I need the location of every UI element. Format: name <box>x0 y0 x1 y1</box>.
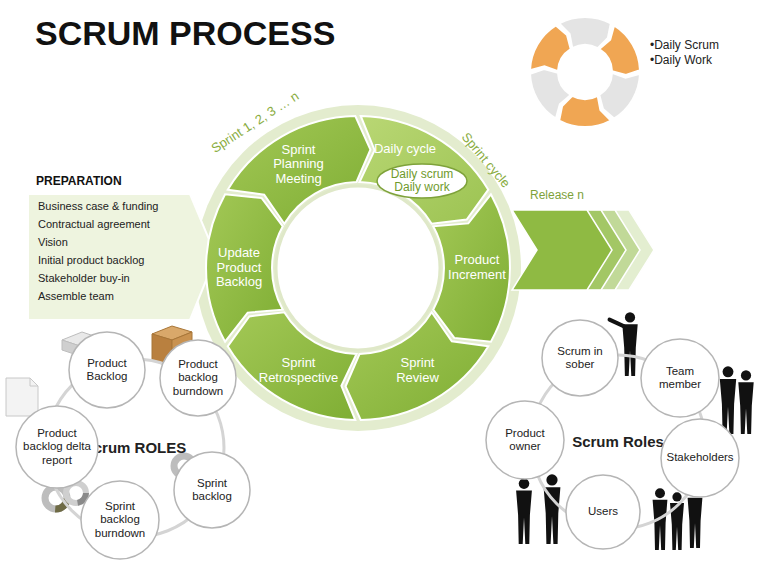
cycle-arrow-segment: Sprint Review <box>343 310 491 422</box>
donut-segment <box>599 25 640 75</box>
node-text: Assemble team <box>38 290 114 302</box>
title: SCRUM PROCESS <box>35 14 335 53</box>
node-text: Initial product backlog <box>38 254 144 266</box>
role-circle: Users <box>565 474 641 550</box>
paper-icon <box>6 378 38 416</box>
role-circle: Team member <box>640 338 720 418</box>
person-silhouette <box>516 491 532 545</box>
cycle-arrow-segment: Daily cycleDaily scrum Daily work <box>357 114 491 226</box>
circle-outline <box>160 340 236 416</box>
role-circle: Scrum in sober <box>541 319 619 397</box>
preparation-arrow: PREPARATION Business case & fundingContra… <box>28 170 218 322</box>
node-text: Vision <box>38 236 68 248</box>
node-text: Sprint backlog burndown <box>87 500 154 540</box>
ring-hole <box>276 186 440 350</box>
node-text: Stakeholder buy-in <box>38 272 130 284</box>
person-silhouette <box>622 324 637 376</box>
node-text: Sprint Planning Meeting <box>258 143 340 188</box>
label: •Daily Scrum <box>650 38 719 52</box>
donut-segment <box>530 25 571 71</box>
node-text: Daily cycle <box>365 142 445 157</box>
donut-segment <box>599 73 640 119</box>
node-text: Contractual agreement <box>38 218 150 230</box>
node-text: Stakeholders <box>667 451 734 464</box>
person-silhouette <box>723 366 734 377</box>
ellipse-outline <box>377 164 467 198</box>
segment-outline <box>346 312 489 420</box>
ring-band <box>195 105 521 431</box>
segment-outline <box>360 116 489 224</box>
node-text: Daily scrum Daily work <box>385 168 459 194</box>
node-text: Product Increment <box>441 253 513 283</box>
role-circle: Stakeholders <box>660 418 740 498</box>
role-circle: Product backlog delta report <box>15 405 99 489</box>
person-silhouette <box>544 487 561 544</box>
node-text: Product Backlog <box>74 357 140 383</box>
segment-outline <box>228 312 357 420</box>
node-text: Sprint Review <box>382 356 454 386</box>
circle-outline <box>542 320 618 396</box>
circle-outline <box>566 475 640 549</box>
node-text: Release n <box>530 188 584 202</box>
ellipse-box: Daily scrum Daily work <box>376 163 468 199</box>
circle-outline <box>174 452 250 528</box>
node-text: Users <box>571 505 635 518</box>
node-text: Update Product Backlog <box>207 246 271 291</box>
node-text: Product owner <box>492 427 559 453</box>
chevron-shape <box>512 186 662 296</box>
person-arm <box>610 320 624 326</box>
circle-outline <box>81 481 159 559</box>
circle-outline <box>486 401 564 479</box>
cycle-arrow-segment: Sprint Retrospective <box>225 310 359 422</box>
donut-segment <box>530 69 571 119</box>
paper-icon <box>30 378 38 386</box>
person-silhouette <box>688 498 703 548</box>
circle-outline <box>641 339 719 417</box>
node-text: Scrum Roles <box>565 433 671 450</box>
person-silhouette <box>546 474 557 485</box>
donut-segment <box>559 96 611 127</box>
person-silhouette <box>738 382 753 434</box>
role-circle: Sprint backlog <box>173 451 251 529</box>
chevron <box>512 210 612 290</box>
node-text: Product backlog burndown <box>165 358 231 398</box>
role-circle: Product backlog burndown <box>159 339 237 417</box>
node-text: Product backlog delta report <box>22 427 93 467</box>
panel-heading: PREPARATION <box>36 174 122 188</box>
node-text: Business case & funding <box>38 200 158 212</box>
person-silhouette <box>519 478 530 489</box>
role-circle: Sprint backlog burndown <box>80 480 160 560</box>
person-silhouette <box>625 312 635 322</box>
person-silhouette <box>741 370 751 380</box>
role-circle: Product Backlog <box>68 331 146 409</box>
node-text: Sprint backlog <box>179 477 245 503</box>
cycle-arrow-segment: Product Increment <box>431 192 512 344</box>
segment-outline <box>206 194 283 341</box>
circle-outline <box>16 406 98 488</box>
circle-outline <box>661 419 739 497</box>
person-silhouette <box>655 488 665 498</box>
person-silhouette <box>672 492 681 501</box>
cycle-arrow-segment: Update Product Backlog <box>204 192 285 344</box>
label: •Daily Work <box>650 53 712 67</box>
node-text: Sprint Retrospective <box>252 356 346 386</box>
node-text: Team member <box>647 365 714 391</box>
arrow-outline <box>28 194 216 320</box>
role-circle: Product owner <box>485 400 565 480</box>
node-text: Scrum in sober <box>547 345 613 371</box>
circle-outline <box>69 332 145 408</box>
release-chevrons: Release n <box>512 186 662 296</box>
person-silhouette <box>653 500 668 550</box>
